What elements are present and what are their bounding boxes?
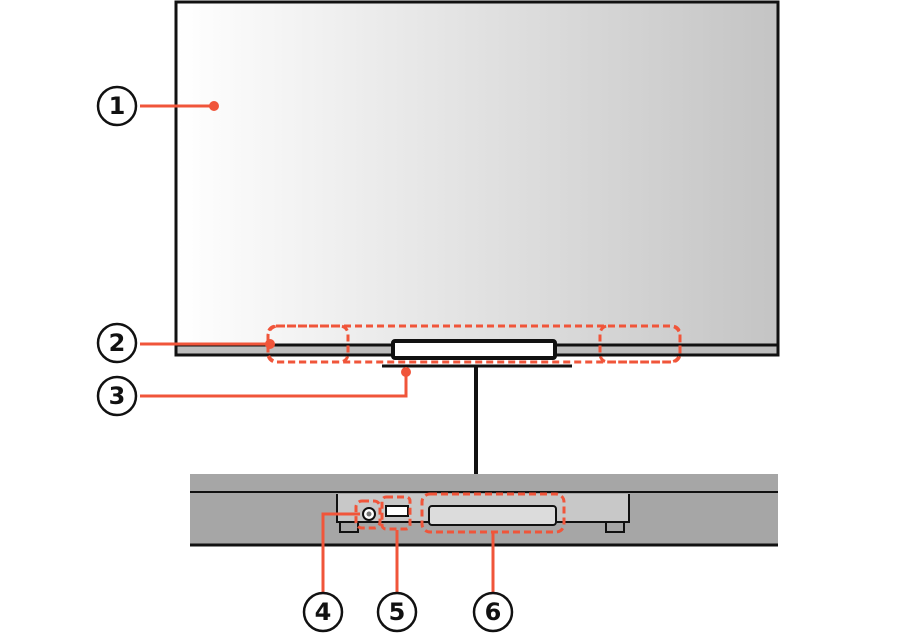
tv-bottom-view <box>190 474 778 547</box>
callout-2-label: 2 <box>109 329 126 357</box>
callout-6-label: 6 <box>485 598 502 626</box>
leader-2-dot <box>265 339 275 349</box>
callout-4: 4 <box>302 591 344 633</box>
foot-right <box>605 521 625 533</box>
leader-dots <box>209 101 411 377</box>
callout-2: 2 <box>96 322 138 364</box>
tv-front-view <box>174 0 780 474</box>
foot-left <box>339 521 359 533</box>
callout-3: 3 <box>96 375 138 417</box>
highlight-button <box>380 495 412 531</box>
leader-3-dot <box>401 367 411 377</box>
callout-5: 5 <box>376 591 418 633</box>
center-bar <box>391 339 557 360</box>
leader-4 <box>321 512 360 598</box>
callout-5-label: 5 <box>389 598 406 626</box>
leader-lines <box>140 104 495 598</box>
long-slot <box>428 505 557 526</box>
callout-1-label: 1 <box>109 92 126 120</box>
tv-screen-panel <box>174 0 780 347</box>
leader-1-dot <box>209 101 219 111</box>
callout-6: 6 <box>472 591 514 633</box>
callout-1: 1 <box>96 85 138 127</box>
small-button <box>385 505 409 517</box>
callouts: 1 2 3 4 5 6 <box>96 85 514 633</box>
sensor-dot-inner <box>366 511 372 517</box>
callout-4-label: 4 <box>315 598 332 626</box>
highlight-sensor <box>354 499 382 530</box>
leader-3 <box>140 373 408 398</box>
callout-3-label: 3 <box>109 382 126 410</box>
bottom-top-strip <box>190 474 778 492</box>
